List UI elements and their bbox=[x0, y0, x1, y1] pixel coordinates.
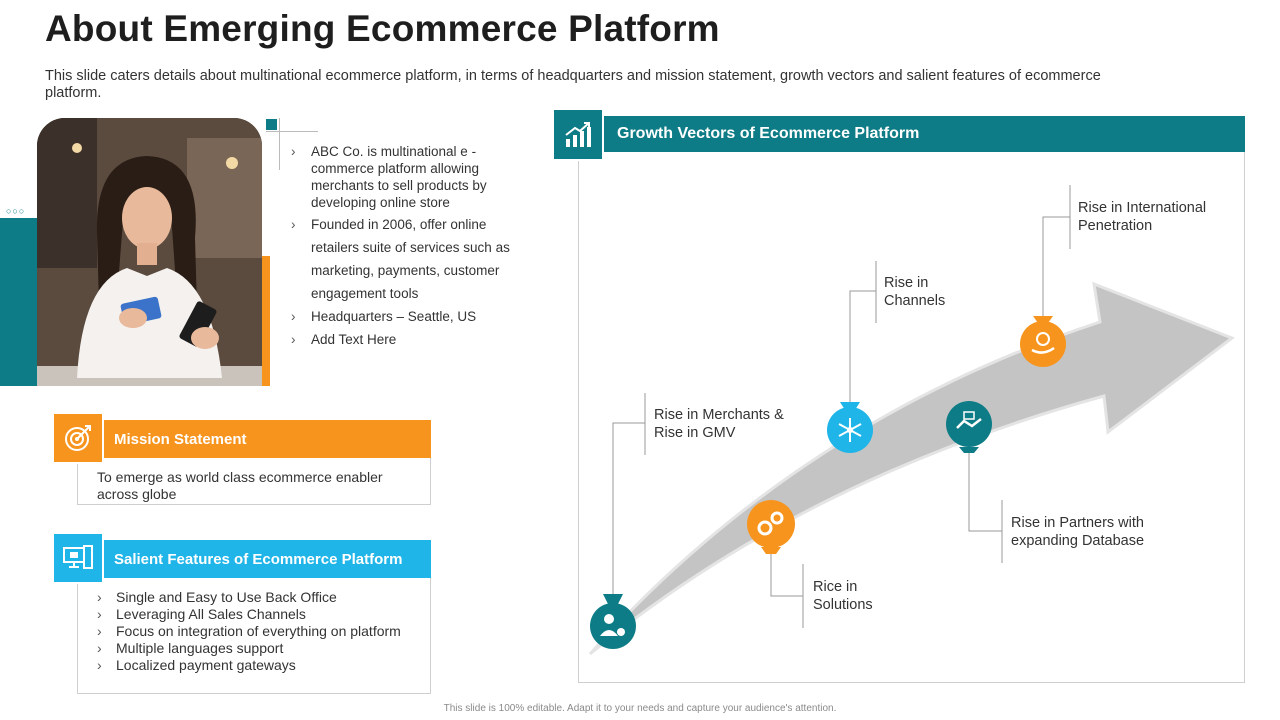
label-solutions: Rice in Solutions bbox=[813, 579, 873, 613]
mission-title: Mission Statement bbox=[114, 430, 247, 448]
about-item: ABC Co. is multinational e - commerce pl… bbox=[290, 143, 525, 211]
about-item: Headquarters – Seattle, US bbox=[290, 305, 525, 328]
about-list: ABC Co. is multinational e - commerce pl… bbox=[290, 143, 525, 351]
decorative-dots: ○○○ bbox=[6, 206, 26, 216]
feature-item: Single and Easy to Use Back Office bbox=[96, 589, 401, 606]
decorative-line-h bbox=[266, 131, 318, 132]
features-list: Single and Easy to Use Back Office Lever… bbox=[96, 589, 401, 674]
page-title: About Emerging Ecommerce Platform bbox=[45, 8, 720, 49]
teal-accent-block bbox=[0, 218, 38, 386]
target-icon bbox=[52, 412, 104, 464]
label-merchants: Rise in Merchants & Rise in GMV bbox=[654, 407, 784, 441]
woman-shopping-photo bbox=[37, 118, 262, 386]
decorative-square bbox=[266, 119, 277, 130]
feature-item: Localized payment gateways bbox=[96, 657, 401, 674]
label-international: Rise in International Penetration bbox=[1078, 200, 1207, 234]
feature-item: Focus on integration of everything on pl… bbox=[96, 623, 401, 640]
mission-text: To emerge as world class ecommerce enabl… bbox=[97, 469, 383, 502]
page-subtitle: This slide caters details about multinat… bbox=[45, 68, 1101, 101]
feature-item: Leveraging All Sales Channels bbox=[96, 606, 401, 623]
label-channels: Rise in Channels bbox=[884, 275, 946, 309]
features-title: Salient Features of Ecommerce Platform bbox=[114, 550, 403, 568]
devices-icon bbox=[52, 532, 104, 584]
about-item: Add Text Here bbox=[290, 328, 525, 351]
about-item: Founded in 2006, offer online retailers … bbox=[290, 213, 525, 305]
footer-note: This slide is 100% editable. Adapt it to… bbox=[443, 703, 837, 714]
label-partners: Rise in Partners with expanding Database bbox=[1011, 515, 1145, 549]
growth-title: Growth Vectors of Ecommerce Platform bbox=[617, 125, 920, 142]
features-header: Salient Features of Ecommerce Platform bbox=[104, 540, 431, 578]
mission-box bbox=[77, 456, 431, 505]
feature-item: Multiple languages support bbox=[96, 640, 401, 657]
decorative-line-v bbox=[279, 118, 280, 170]
growth-chart-icon bbox=[552, 108, 604, 161]
mission-header: Mission Statement bbox=[104, 420, 431, 458]
growth-header: Growth Vectors of Ecommerce Platform bbox=[604, 116, 1245, 152]
